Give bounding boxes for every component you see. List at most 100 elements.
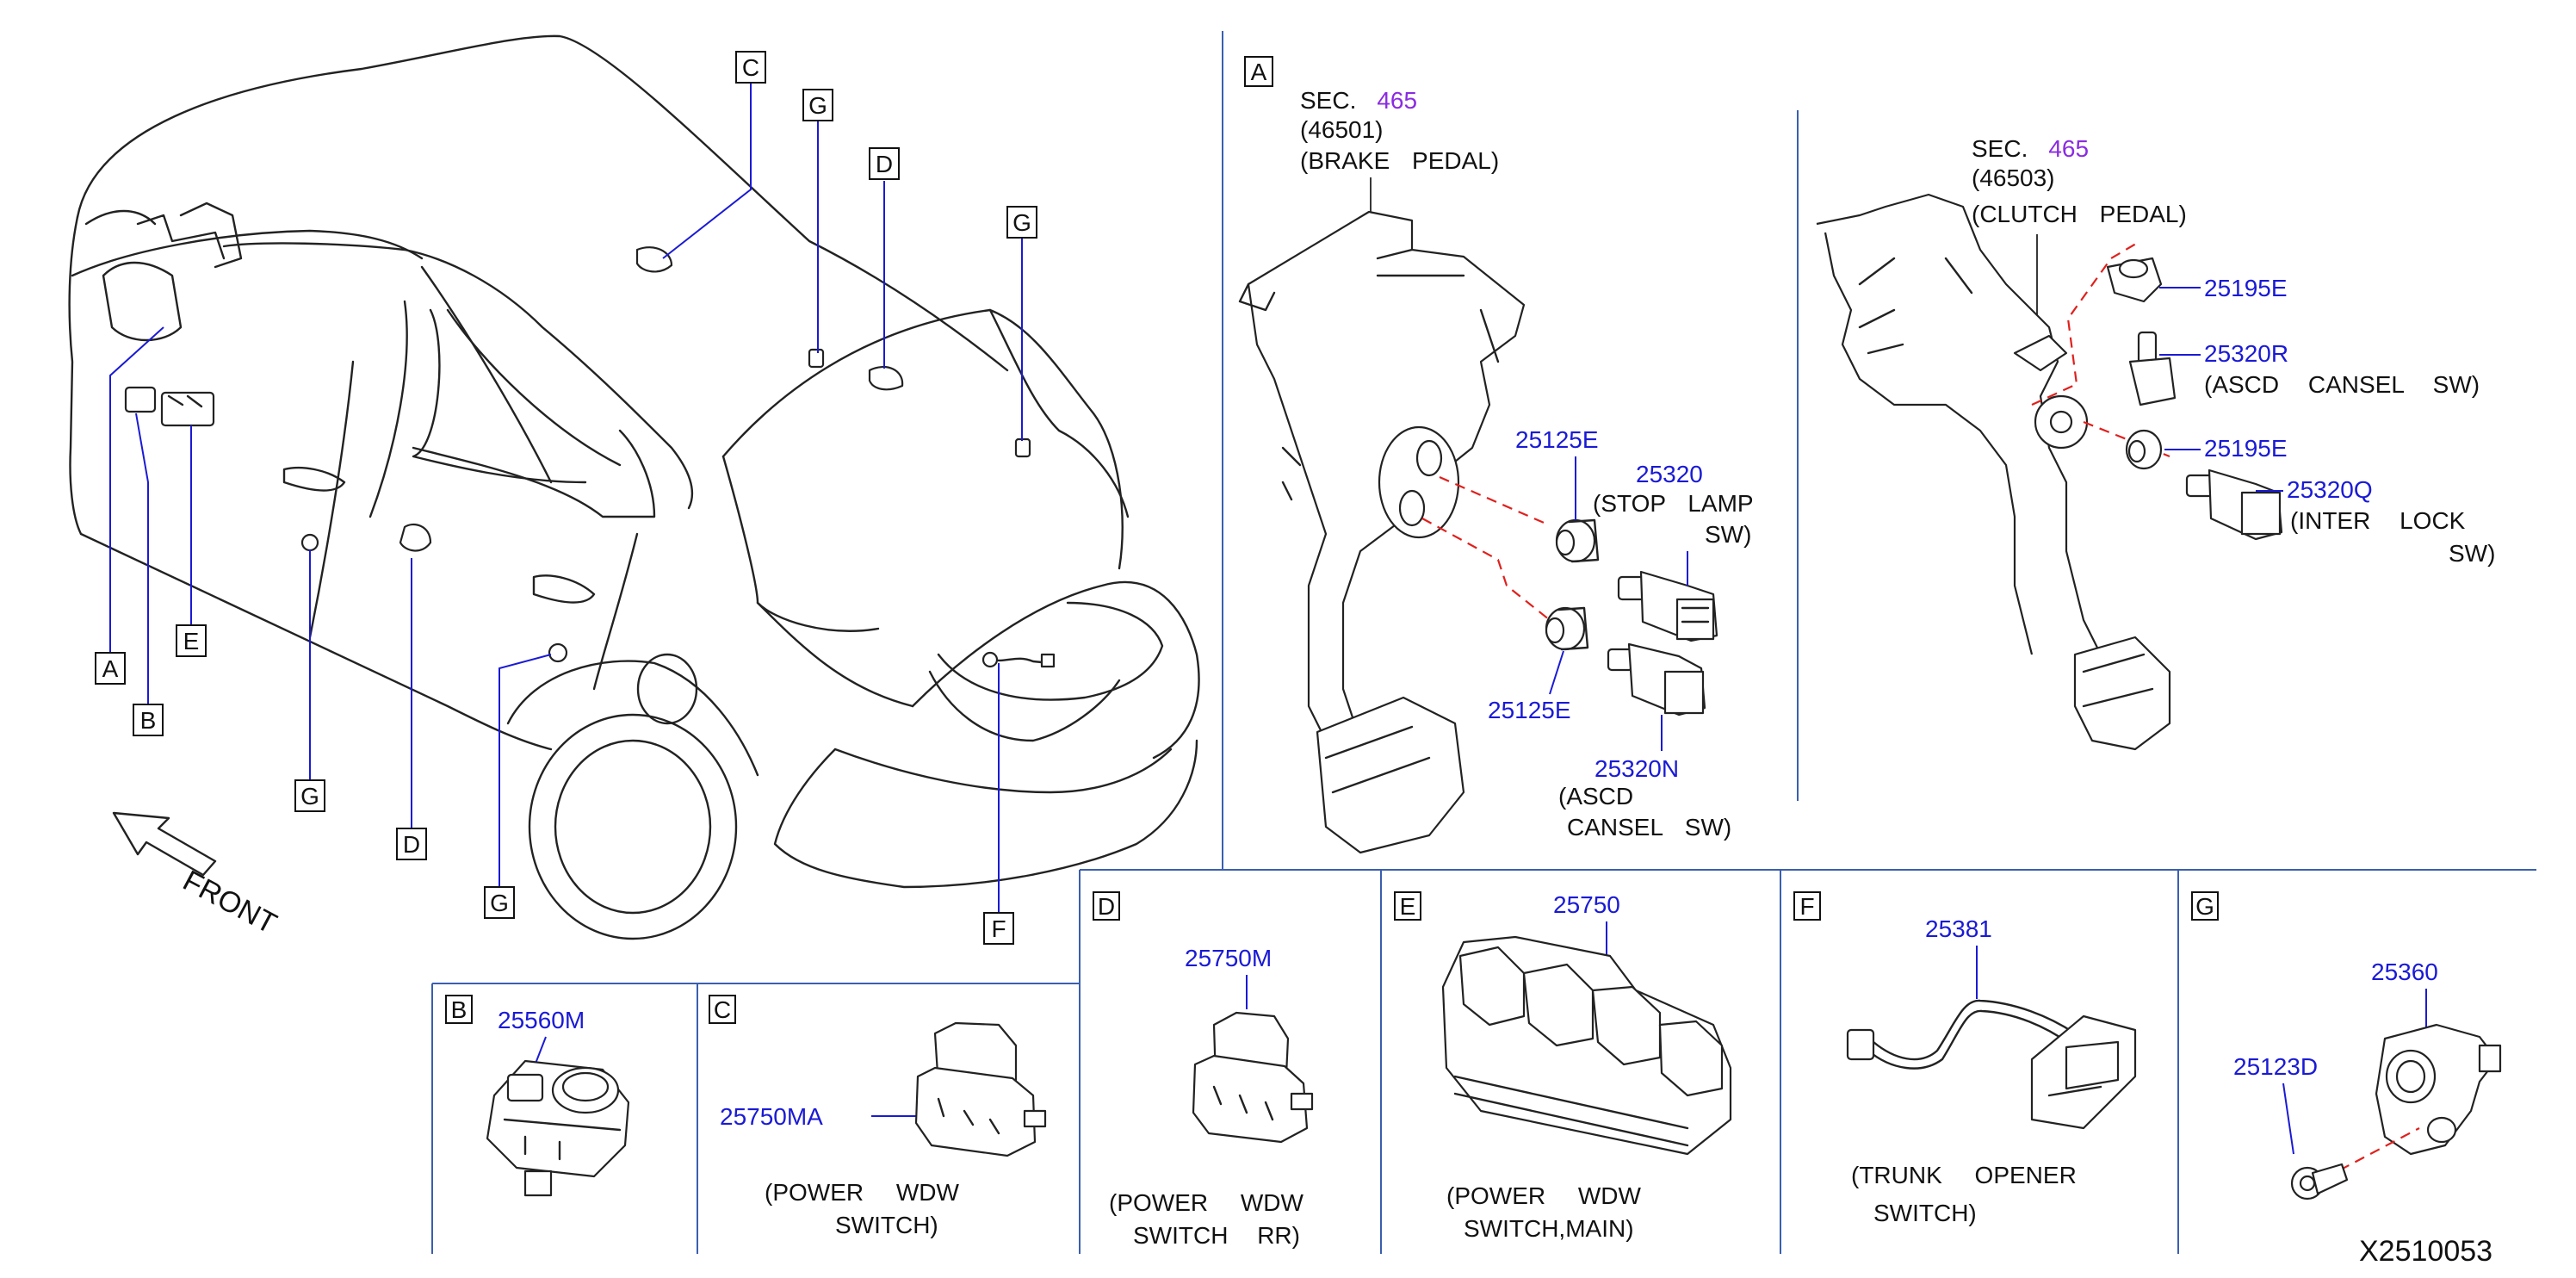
svg-text:E: E: [1400, 893, 1416, 920]
panel-a-callout: A: [1244, 56, 1273, 87]
svg-text:A: A: [102, 655, 119, 682]
svg-text:25320R: 25320R: [2204, 340, 2288, 367]
svg-text:B: B: [140, 707, 157, 734]
car-leader-lines: [109, 83, 1023, 913]
power-window-switch-icon: [914, 1021, 1047, 1157]
svg-text:25123D: 25123D: [2233, 1053, 2318, 1080]
svg-text:SWITCH): SWITCH): [1873, 1200, 1977, 1226]
svg-text:25125E: 25125E: [1488, 697, 1571, 723]
panel-g-callout: G: [2191, 891, 2219, 921]
front-arrow-icon: FRONT: [112, 811, 282, 941]
panel-g: G 25360 25123D: [2191, 891, 2502, 1200]
svg-text:25360: 25360: [2371, 958, 2438, 985]
svg-text:F: F: [991, 915, 1006, 942]
svg-text:(STOP LAMP: (STOP LAMP: [1593, 490, 1754, 517]
mirror-switch-icon: [486, 1059, 630, 1197]
car-callouts: C G D G A B E G D G F: [95, 51, 1037, 945]
svg-text:(46501): (46501): [1300, 116, 1384, 143]
bushing-25195e-lower-icon: [2125, 429, 2163, 470]
callout-d-1: D: [869, 147, 900, 180]
panel-e-callout: E: [1394, 891, 1421, 921]
panel-d-callout: D: [1093, 891, 1120, 921]
bushing-25125e-lower-icon: [1545, 606, 1589, 651]
door-switch-icon: [2375, 1023, 2502, 1156]
svg-text:E: E: [183, 628, 200, 655]
svg-text:C: C: [714, 996, 731, 1023]
vehicle-illustration: [68, 34, 1200, 940]
svg-text:D: D: [403, 831, 420, 858]
callout-e: E: [176, 624, 207, 657]
svg-text:25125E: 25125E: [1515, 426, 1599, 453]
svg-text:25381: 25381: [1925, 915, 1992, 942]
ascd-switch-icon: [1607, 642, 1706, 717]
bushing-25125e-upper-icon: [1555, 518, 1600, 563]
svg-text:(INTER LOCK: (INTER LOCK: [2290, 507, 2466, 534]
panel-d: D 25750M (POWER WDW SWITCH RR): [1093, 891, 1314, 1249]
svg-text:G: G: [300, 783, 319, 810]
svg-text:SEC.465: SEC.465: [1300, 87, 1417, 114]
svg-text:(BRAKE PEDAL): (BRAKE PEDAL): [1300, 147, 1499, 174]
ascd-cansel-switch-r-icon: [2128, 331, 2177, 406]
svg-text:G: G: [808, 92, 827, 119]
svg-text:SEC.465: SEC.465: [1972, 135, 2089, 162]
callout-a: A: [95, 652, 126, 685]
svg-text:(POWER WDW: (POWER WDW: [1109, 1189, 1304, 1216]
svg-text:SW): SW): [2449, 540, 2495, 567]
svg-text:G: G: [1012, 209, 1031, 236]
brake-pedal-icon: [1238, 210, 1526, 854]
svg-text:F: F: [1799, 893, 1814, 920]
panel-b: B 25560M: [445, 995, 630, 1197]
callout-d-2: D: [396, 828, 427, 860]
svg-text:D: D: [876, 151, 893, 177]
callout-c: C: [735, 51, 766, 84]
svg-text:25750: 25750: [1553, 891, 1620, 918]
rear-power-window-switch-icon: [1192, 1011, 1314, 1144]
bushing-25195e-upper-icon: [2106, 257, 2163, 303]
svg-text:(CLUTCH PEDAL): (CLUTCH PEDAL): [1972, 201, 2187, 227]
svg-text:SWITCH): SWITCH): [835, 1212, 938, 1238]
svg-text:G: G: [490, 890, 509, 916]
svg-text:25320: 25320: [1636, 461, 1703, 487]
callout-g-2: G: [1006, 206, 1037, 239]
svg-text:G: G: [2195, 893, 2214, 920]
svg-text:B: B: [451, 996, 468, 1023]
svg-text:25750M: 25750M: [1185, 945, 1272, 971]
svg-text:(POWER WDW: (POWER WDW: [1446, 1182, 1642, 1209]
stop-lamp-switch-icon: [1617, 570, 1718, 642]
svg-text:CANSEL SW): CANSEL SW): [1567, 814, 1731, 841]
callout-b: B: [133, 704, 164, 736]
trunk-opener-switch-icon: [1846, 999, 2137, 1130]
front-label: FRONT: [177, 865, 282, 941]
svg-text:25195E: 25195E: [2204, 435, 2288, 462]
panel-e: E 25750 (POWER WDW SWITCH,MAIN): [1394, 891, 1732, 1242]
svg-text:25195E: 25195E: [2204, 275, 2288, 301]
svg-text:SWITCH,MAIN): SWITCH,MAIN): [1464, 1215, 1634, 1242]
panel-a: A SEC.465 (46501) (BRAKE PEDAL): [1238, 56, 2495, 854]
panel-f: F 25381 (TRUNK OPENER SWITCH): [1793, 891, 2137, 1226]
main-power-window-switch-icon: [1441, 935, 1732, 1156]
callout-g-4: G: [484, 886, 515, 919]
svg-text:(ASCD: (ASCD: [1558, 783, 1633, 810]
callout-g-3: G: [294, 779, 325, 812]
svg-text:SWITCH RR): SWITCH RR): [1133, 1222, 1300, 1249]
clutch-pedal-icon: [1816, 193, 2171, 751]
callout-f: F: [983, 912, 1014, 945]
svg-text:(TRUNK OPENER: (TRUNK OPENER: [1851, 1162, 2077, 1188]
svg-text:D: D: [1098, 893, 1115, 920]
svg-text:A: A: [1251, 59, 1267, 85]
svg-text:25750MA: 25750MA: [720, 1103, 823, 1130]
svg-text:25320N: 25320N: [1595, 755, 1679, 782]
panel-f-callout: F: [1793, 891, 1821, 921]
panel-b-callout: B: [445, 995, 473, 1024]
panel-c: C 25750MA (POWER WDW SWITCH): [709, 995, 1047, 1238]
switch-bumper-icon: [2290, 1163, 2349, 1200]
svg-text:C: C: [742, 54, 759, 81]
svg-text:25560M: 25560M: [498, 1007, 585, 1033]
panel-c-callout: C: [709, 995, 736, 1024]
svg-text:SW): SW): [1705, 521, 1751, 548]
inter-lock-switch-icon: [2185, 468, 2283, 541]
callout-g-1: G: [802, 89, 833, 121]
diagram-code: X2510053: [2359, 1235, 2492, 1268]
panel-dividers: [431, 31, 2536, 1254]
